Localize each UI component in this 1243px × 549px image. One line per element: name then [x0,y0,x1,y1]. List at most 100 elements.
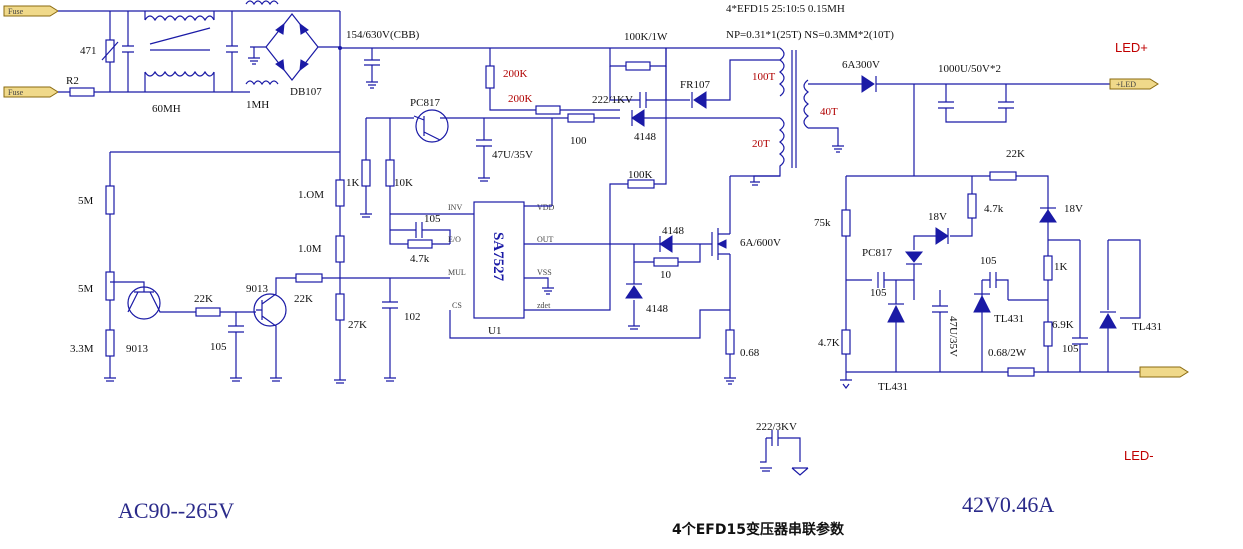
tl431-b [973,294,991,313]
resistor-4-7k-a [407,239,433,249]
winding-40t-label: 40T [820,106,838,118]
led-plus-terminal-label: +LED [1116,80,1136,89]
tl431-c [1099,312,1117,329]
zener-18v-b [1039,209,1057,223]
r100-label: 100 [570,135,587,147]
ic-pin-out: OUT [537,235,554,244]
led-minus-label: LED- [1124,448,1154,463]
resistor-1k [361,159,371,187]
ac-terminal-b-label: Fuse [8,88,24,97]
bridge-rectifier-db107 [265,13,319,81]
cbb-cap-label: 154/630V(CBB) [346,29,420,41]
pc817-b-label: PC817 [862,247,892,259]
output-rating-label: 42V0.46A [962,492,1054,517]
r068-2w-label: 0.68/2W [988,347,1027,359]
ac-terminal-a-label: Fuse [8,7,24,16]
r47k-c-label: 4.7K [818,337,840,349]
diode-fr107 [693,91,707,109]
r200k-b-label: 200K [508,93,533,105]
r5m-a-label: 5M [78,195,94,207]
resistor-1-om [335,179,345,207]
diode-4148-a [631,109,645,127]
q9013-b-label: 9013 [246,283,269,295]
tl431-b-label: TL431 [994,313,1024,325]
control-section: PC817 1K 47U/35V 100 4148 10K 4.7k 105 S… [340,48,781,385]
d4148-c-label: 4148 [646,303,669,315]
ic-pin-zdet: zdet [537,301,551,310]
resistor-22k-b [295,273,323,283]
resistor-5m-a [105,185,115,215]
resistor-4-7k-b [967,193,977,219]
r100k-b-label: 100K [628,169,653,181]
ic-ref: U1 [488,325,501,337]
r1k-label: 1K [346,177,360,189]
winding-spec: NP=0.31*1(25T) NS=0.3MM*2(10T) [726,29,894,41]
resistor-200k-b [535,105,561,115]
r068-label: 0.68 [740,347,760,359]
transformer-spec: 4*EFD15 25:10:5 0.15MH [726,3,845,15]
r10k-label: 10K [394,177,413,189]
r75k-label: 75k [814,217,831,229]
c47u-a-label: 47U/35V [492,149,533,161]
transformer-note: 4个EFD15变压器串联参数 [672,521,845,538]
r22k-out-label: 22K [1006,148,1025,160]
r22k-a-label: 22K [194,293,213,305]
resistor-75k [841,209,851,237]
resistor-100k-1w [625,61,651,71]
resistor-0-68-2w [1007,367,1035,377]
ic-name: SA7527 [490,232,506,282]
r22k-b-label: 22K [294,293,313,305]
r1k-b-label: 1K [1054,261,1068,273]
z18v-b-label: 18V [1064,203,1083,215]
tl431-a [887,304,905,323]
resistor-100k-b [627,179,655,189]
diode-4148-b [659,235,673,253]
led-minus-terminal [1139,366,1189,378]
c105-f-label: 105 [1062,343,1079,355]
y-capacitor: 222/3KV [756,421,809,476]
hv-bus: 154/630V(CBB) 100K/1W 200K 200K 222/1KV … [338,11,780,380]
r1om2-label: 1.0M [298,243,322,255]
choke-60mh-label: 60MH [152,103,181,115]
r33m-label: 3.3M [70,343,94,355]
ac-terminal-b [3,86,59,98]
startup-section: 5M 5M 3.3M 9013 22K 105 9013 22K 1.OM 1.… [70,151,421,384]
r10-label: 10 [660,269,672,281]
resistor-10k [385,159,395,187]
c47u-b-label: 47U/35V [947,316,959,357]
resistor-22k-a [195,307,221,317]
c105-d-label: 105 [980,255,997,267]
r2-label: R2 [66,75,79,87]
choke-60mh [144,11,215,92]
c102-label: 102 [404,311,421,323]
ic-pin-eo: E/O [448,235,461,244]
r100k-1w-label: 100K/1W [624,31,668,43]
c222-1kv-label: 222/1KV [592,94,633,106]
pc817-b-led [904,251,924,263]
zener-18v-a [935,227,949,245]
resistor-r2 [69,87,95,97]
inductor-1mh-label: 1MH [246,99,269,111]
resistor-1-0m [335,235,345,263]
tl431-c-label: TL431 [1132,321,1162,333]
resistor-22k-out [989,171,1017,181]
winding-100t-label: 100T [752,71,776,83]
ic-pin-mul: MUL [448,268,466,277]
resistor-3-3m [105,329,115,357]
ic-pin-vdd: VDD [537,203,555,212]
resistor-1k-b [1043,255,1053,281]
transistor-9013-b [253,293,287,327]
d4148-a-label: 4148 [634,131,657,143]
z18v-a-label: 18V [928,211,947,223]
resistor-5m-b [105,271,115,301]
r69k-label: 6.9K [1052,319,1074,331]
resistor-100 [567,113,595,123]
varistor-label: 471 [80,45,97,57]
y-cap-label: 222/3KV [756,421,797,433]
ic-pin-inv: INV [448,203,462,212]
fr107-label: FR107 [680,79,710,91]
d4148-b-label: 4148 [662,225,685,237]
r200k-a-label: 200K [503,68,528,80]
